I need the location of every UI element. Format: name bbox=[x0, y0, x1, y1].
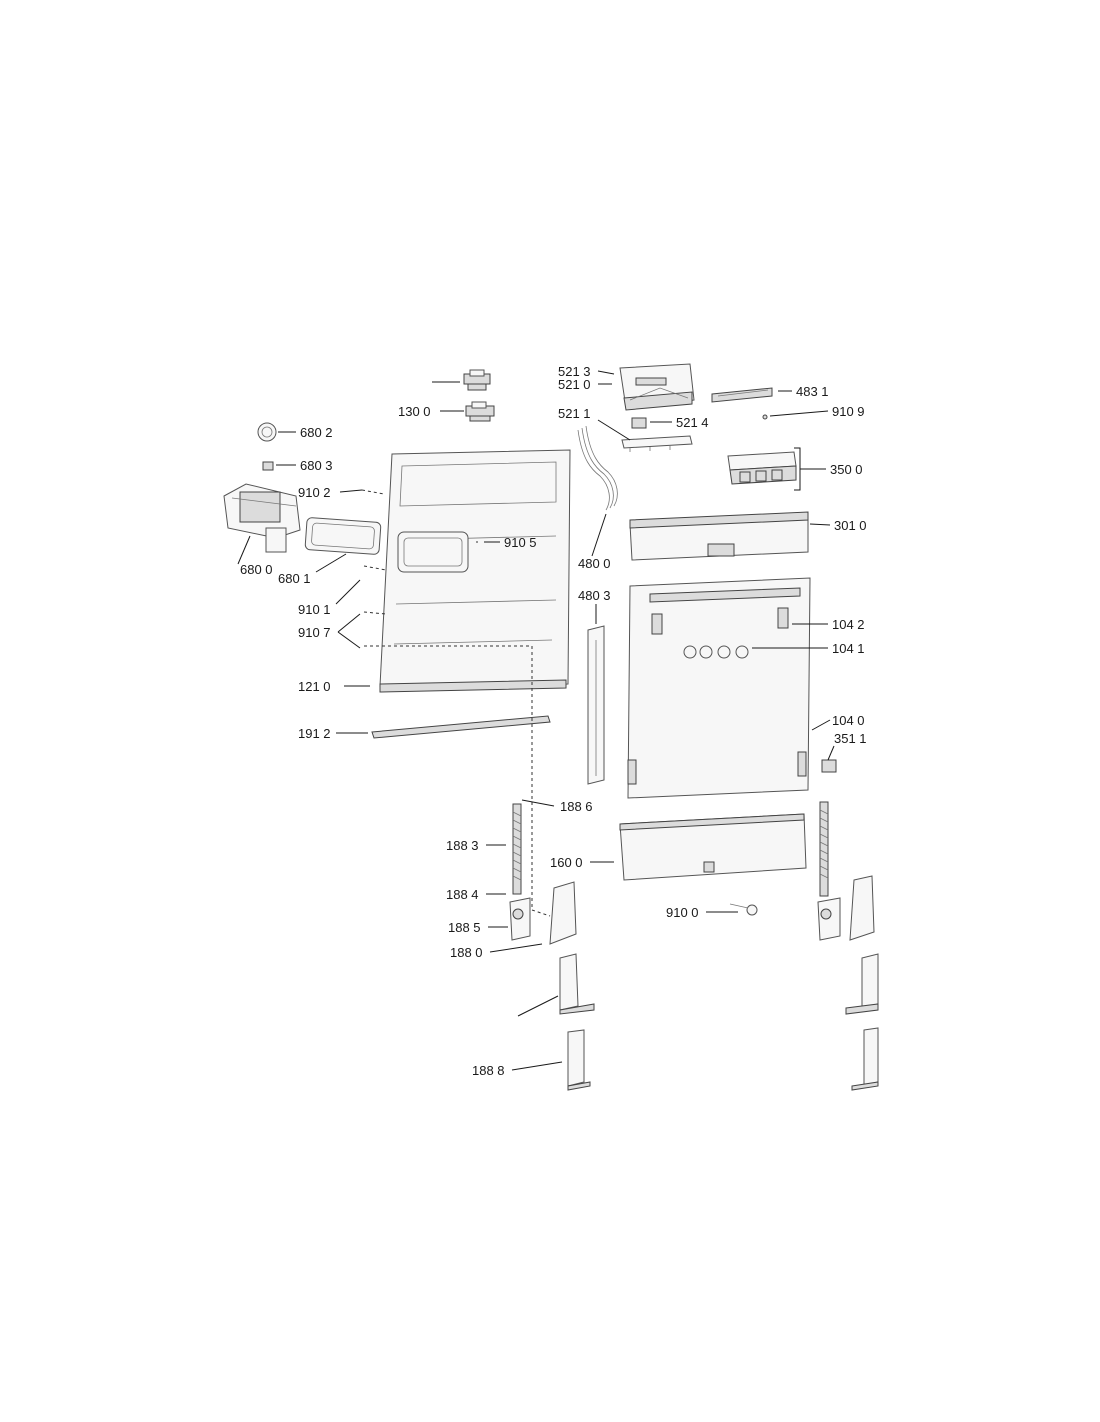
label-680-1: 680 1 bbox=[278, 571, 311, 586]
label-104-1: 104 1 bbox=[832, 641, 865, 656]
small-clip bbox=[262, 461, 274, 471]
label-910-0: 910 0 bbox=[666, 905, 699, 920]
bottom-bracket-right bbox=[845, 953, 879, 1015]
label-350-0: 350 0 bbox=[830, 462, 863, 477]
label-680-0: 680 0 bbox=[240, 562, 273, 577]
control-module bbox=[619, 363, 695, 411]
screw-small bbox=[762, 414, 768, 420]
label-160-0: 160 0 bbox=[550, 855, 583, 870]
label-521-3: 521 3 bbox=[558, 364, 591, 379]
label-104-0: 104 0 bbox=[832, 713, 865, 728]
label-910-7: 910 7 bbox=[298, 625, 331, 640]
inner-door-panel bbox=[379, 449, 571, 693]
label-521-0: 521 0 bbox=[558, 377, 591, 392]
fastener-key bbox=[729, 903, 758, 916]
flat-cable bbox=[711, 387, 773, 403]
label-121-0: 121 0 bbox=[298, 679, 331, 694]
detergent-dispenser bbox=[223, 483, 301, 553]
label-351-1: 351 1 bbox=[834, 731, 867, 746]
label-188-8: 188 8 bbox=[472, 1063, 505, 1078]
label-188-6: 188 6 bbox=[560, 799, 593, 814]
label-480-0: 480 0 bbox=[578, 556, 611, 571]
label-188-0: 188 0 bbox=[450, 945, 483, 960]
hinge-clip-upper bbox=[463, 369, 491, 391]
connector-block bbox=[727, 451, 797, 485]
label-301-0: 301 0 bbox=[834, 518, 867, 533]
label-521-4: 521 4 bbox=[676, 415, 709, 430]
label-188-5: 188 5 bbox=[448, 920, 481, 935]
label-910-1: 910 1 bbox=[298, 602, 331, 617]
label-910-5: 910 5 bbox=[504, 535, 537, 550]
label-191-2: 191 2 bbox=[298, 726, 331, 741]
foot-plate-right bbox=[851, 1027, 879, 1091]
label-680-3: 680 3 bbox=[300, 458, 333, 473]
label-521-1: 521 1 bbox=[558, 406, 591, 421]
label-130-0: 130 0 bbox=[398, 404, 431, 419]
connector-module bbox=[631, 417, 647, 429]
label-910-9: 910 9 bbox=[832, 404, 865, 419]
control-panel-trim bbox=[629, 511, 809, 561]
hinge-spring-left bbox=[509, 803, 577, 945]
outer-door-panel bbox=[627, 577, 811, 799]
seal-ring bbox=[257, 422, 277, 442]
label-188-3: 188 3 bbox=[446, 838, 479, 853]
assembly-guide-lines bbox=[361, 489, 551, 917]
hinge-spring-right bbox=[817, 801, 875, 941]
dispenser-gasket bbox=[304, 517, 382, 555]
side-cable-channel bbox=[587, 625, 605, 785]
wiring-harness bbox=[577, 425, 618, 511]
leader-lines bbox=[237, 370, 835, 1071]
foot-plate-left bbox=[567, 1029, 591, 1091]
hinge-clip-lower bbox=[465, 401, 495, 422]
door-latch bbox=[821, 759, 837, 773]
label-680-2: 680 2 bbox=[300, 425, 333, 440]
door-bottom-strip bbox=[371, 715, 551, 739]
bottom-bracket-left bbox=[559, 953, 595, 1015]
label-480-3: 480 3 bbox=[578, 588, 611, 603]
label-104-2: 104 2 bbox=[832, 617, 865, 632]
circuit-board-strip bbox=[621, 435, 693, 452]
lower-door-bracket bbox=[619, 813, 807, 881]
label-188-4: 188 4 bbox=[446, 887, 479, 902]
label-483-1: 483 1 bbox=[796, 384, 829, 399]
label-910-2: 910 2 bbox=[298, 485, 331, 500]
knob-row bbox=[683, 645, 749, 659]
part-labels: 521 3 521 0 483 1 130 0 910 9 521 1 521 … bbox=[240, 364, 867, 1078]
